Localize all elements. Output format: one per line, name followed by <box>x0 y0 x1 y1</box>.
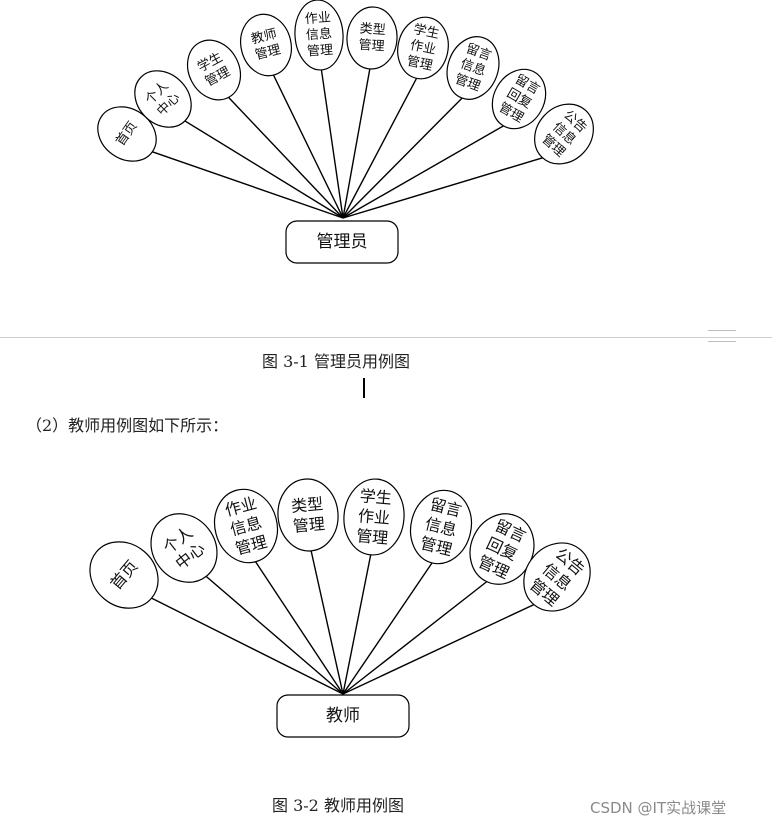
teacher-actor-box <box>276 694 410 738</box>
admin-actor-label: 管理员 <box>317 232 368 252</box>
teacher-connector-line <box>151 597 344 695</box>
teacher-connector-line <box>254 561 344 695</box>
teacher-connector-line <box>342 554 372 695</box>
teacher-use-case-oval <box>277 478 339 552</box>
teacher-connector-line <box>205 575 344 695</box>
admin-connector-line <box>342 157 543 219</box>
admin-connector-line <box>320 69 344 219</box>
admin-use-case-oval <box>534 103 594 165</box>
admin-connector-line <box>184 120 344 219</box>
teacher-use-case-oval <box>150 513 218 583</box>
teacher-use-case-diagram: 首页个人中心作业信息管理类型管理学生作业管理留言信息管理留言回复管理公告信息管理… <box>89 478 591 738</box>
admin-use-case-oval <box>294 0 344 71</box>
teacher-use-case: 首页 <box>89 541 159 609</box>
teacher-use-case-oval <box>343 478 405 556</box>
admin-use-case-diagram: 首页个人中心学生管理教师管理作业信息管理类型管理学生作业管理留言信息管理留言回复… <box>97 0 594 264</box>
admin-connector-line <box>228 96 344 219</box>
page-break-line <box>0 337 772 338</box>
admin-use-case-oval <box>97 106 157 162</box>
watermark: CSDN @IT实战课堂 <box>590 799 727 817</box>
admin-actor-box <box>285 220 399 264</box>
teacher-use-case-oval <box>409 489 473 565</box>
admin-use-case-oval <box>186 39 242 101</box>
teacher-connector-line <box>342 581 488 695</box>
teacher-use-case-label: 管理 <box>292 514 326 536</box>
page-break-marker <box>708 330 736 342</box>
admin-use-case-label: 管理 <box>405 54 434 74</box>
teacher-actor: 教师 <box>276 694 410 738</box>
admin-use-case-label: 类型 <box>359 22 386 39</box>
teacher-connectors <box>151 550 535 695</box>
admin-use-case: 首页 <box>97 106 157 162</box>
admin-connector-line <box>272 74 344 219</box>
admin-use-case-oval <box>446 36 500 100</box>
teacher-use-case-oval <box>213 488 279 564</box>
teacher-use-case-label: 作业 <box>357 506 391 528</box>
teacher-use-case-label: 管理 <box>355 526 389 548</box>
admin-use-case-oval <box>491 68 547 130</box>
admin-use-case-oval <box>240 13 292 77</box>
admin-connector-line <box>342 68 371 219</box>
teacher-connector-line <box>342 603 535 695</box>
teacher-connector-line <box>310 550 344 695</box>
admin-use-case-label: 信息 <box>305 26 332 44</box>
text-cursor <box>363 378 365 398</box>
admin-use-case-label: 管理 <box>254 42 283 63</box>
teacher-actor-label: 教师 <box>326 706 360 726</box>
admin-use-case-oval <box>346 6 398 70</box>
teacher-use-case-label: 学生 <box>359 486 393 508</box>
teacher-use-case-oval <box>523 542 591 612</box>
admin-connector-line <box>152 151 344 219</box>
teacher-use-case-label: 类型 <box>290 494 324 516</box>
admin-connectors <box>152 68 543 219</box>
admin-actor: 管理员 <box>285 220 399 264</box>
admin-connector-line <box>342 77 418 219</box>
intro-paragraph: （2）教师用例图如下所示： <box>26 416 229 435</box>
admin-use-case-label: 管理 <box>358 38 385 55</box>
admin-use-case-label: 作业 <box>409 38 438 58</box>
figure-caption-2: 图 3-2 教师用例图 <box>272 796 404 815</box>
admin-use-case-label: 教师 <box>249 26 278 48</box>
admin-use-case-oval <box>134 70 192 128</box>
admin-use-case-label: 管理 <box>307 43 334 60</box>
teacher-use-cases: 首页个人中心作业信息管理类型管理学生作业管理留言信息管理留言回复管理公告信息管理 <box>89 478 591 612</box>
admin-connector-line <box>342 97 463 219</box>
admin-use-case-oval <box>397 16 449 80</box>
teacher-use-case-oval <box>89 541 159 609</box>
teacher-connector-line <box>342 562 433 695</box>
admin-use-cases: 首页个人中心学生管理教师管理作业信息管理类型管理学生作业管理留言信息管理留言回复… <box>97 0 594 165</box>
admin-connector-line <box>342 125 504 219</box>
admin-use-case-label: 学生 <box>412 21 441 42</box>
admin-use-case-label: 作业 <box>304 10 331 27</box>
figure-caption-1: 图 3-1 管理员用例图 <box>262 352 410 371</box>
